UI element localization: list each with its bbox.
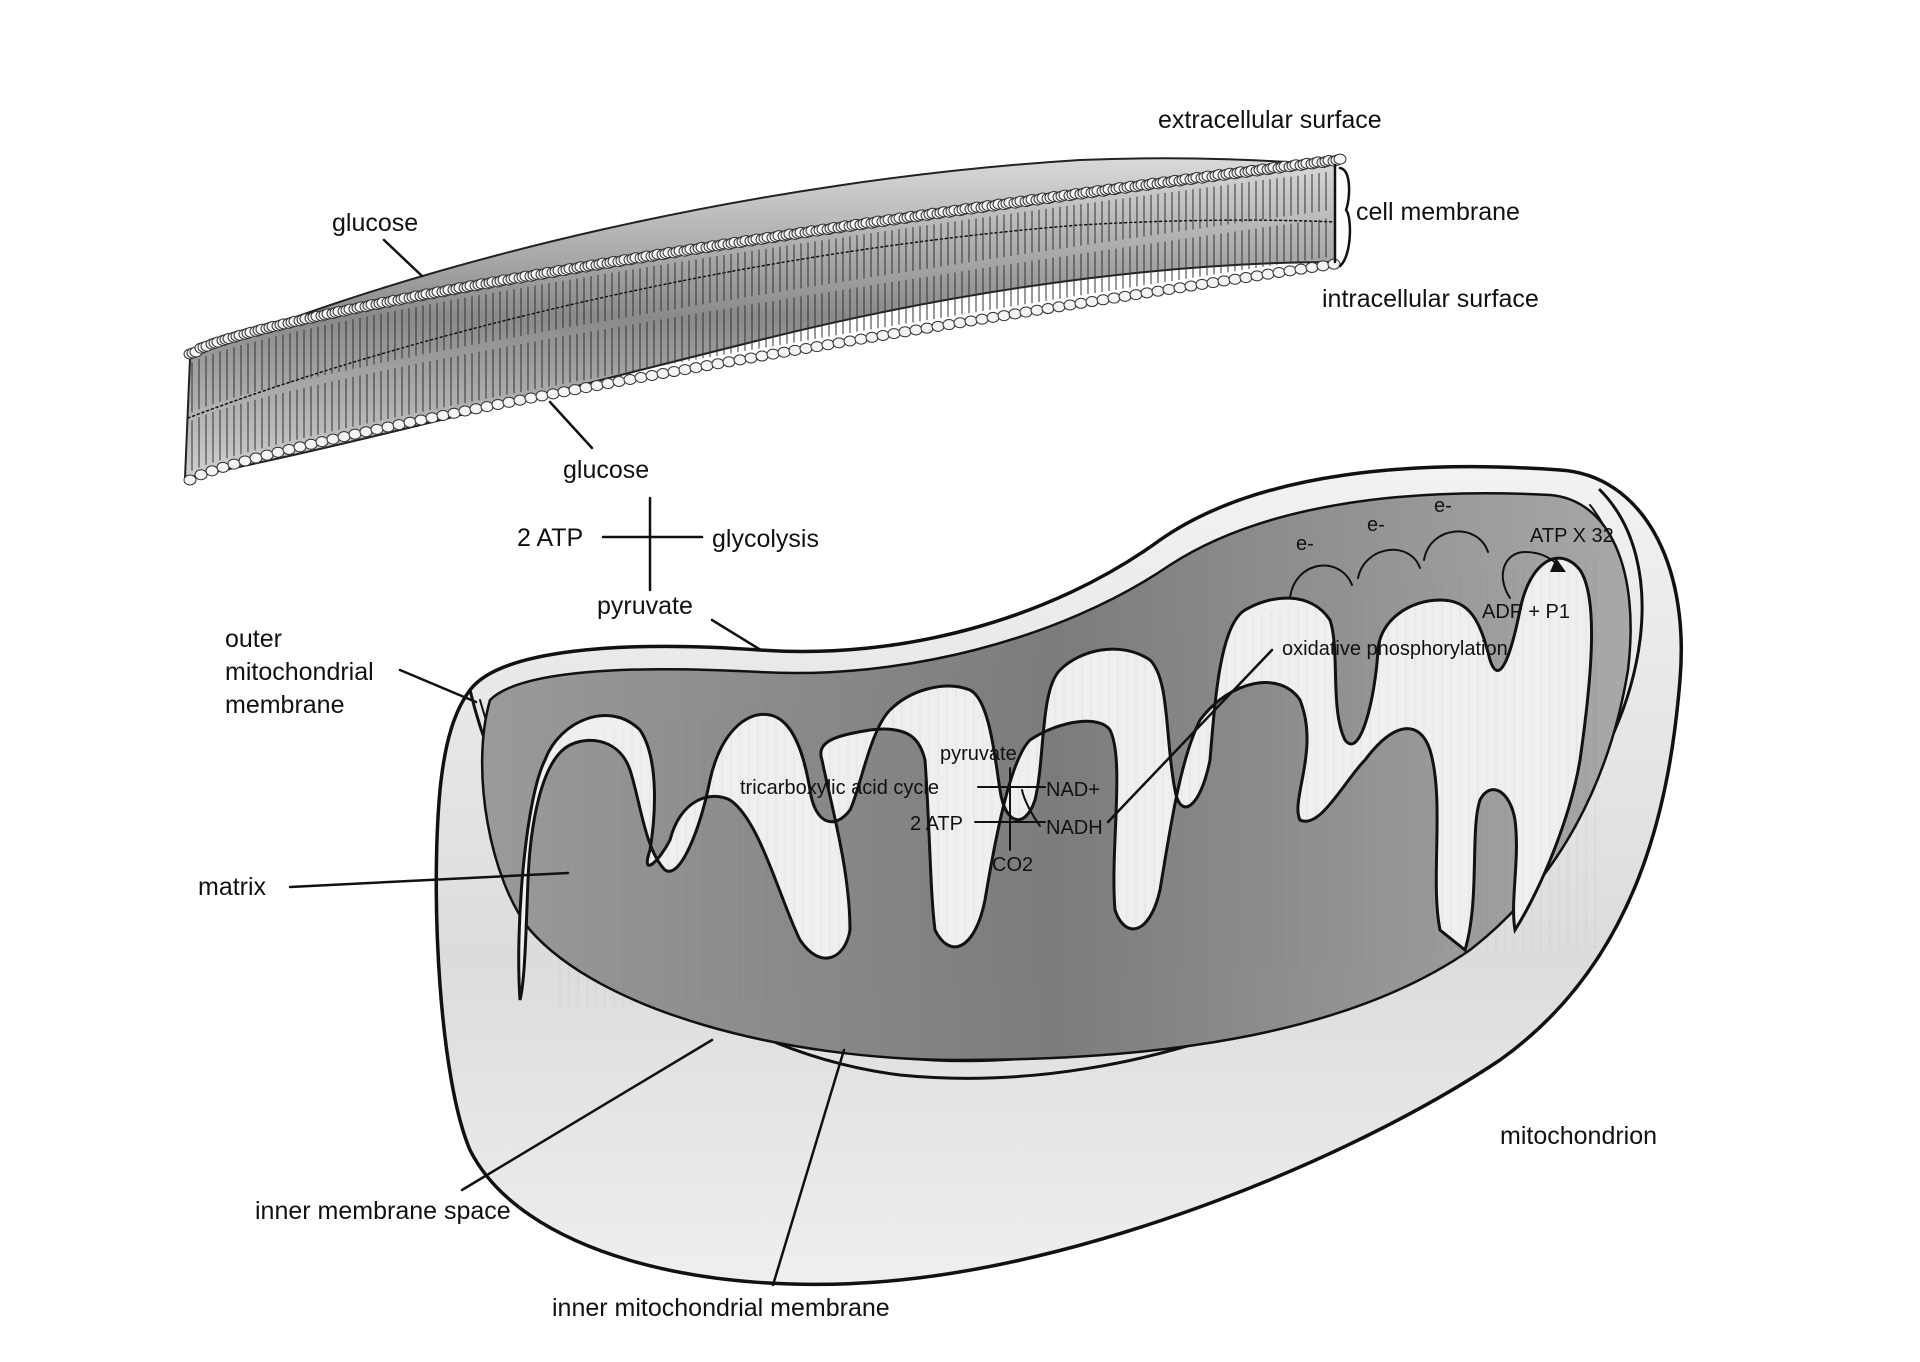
outer-membrane-label-line-1: outer xyxy=(225,625,282,653)
oxidative-phosphorylation-label: oxidative phosphorylation xyxy=(1282,638,1508,660)
glucose-outside-label: glucose xyxy=(332,209,418,237)
matrix-cavity xyxy=(480,491,1632,1062)
glucose-inside-label: glucose xyxy=(563,456,649,484)
cell-membrane-label: cell membrane xyxy=(1356,198,1520,226)
oxidative-phosphorylation-leader xyxy=(1106,648,1274,824)
inner-membrane-space-leader xyxy=(460,1038,714,1192)
atp-x32-label: ATP X 32 xyxy=(1530,525,1614,547)
glycolysis-cross xyxy=(601,496,704,592)
outer-membrane-label-line-2: mitochondrial xyxy=(225,658,374,686)
cristae-shading xyxy=(559,553,1596,1010)
atp-synthase-arrow xyxy=(1501,551,1566,599)
glycolysis-label: glycolysis xyxy=(712,525,819,553)
tca-pyruvate-label: pyruvate xyxy=(940,743,1017,765)
glycolysis-pyruvate-label: pyruvate xyxy=(597,592,693,620)
tca-atp-label: 2 ATP xyxy=(910,813,963,835)
cell-membrane-bilayer xyxy=(183,153,1347,486)
glycolysis-atp-label: 2 ATP xyxy=(517,524,583,552)
tca-connector-lines xyxy=(974,767,1046,851)
adp-pi-label: ADP + P1 xyxy=(1482,601,1570,623)
outer-membrane-label-line-3: membrane xyxy=(225,691,345,719)
electron-label-2: e- xyxy=(1367,514,1385,536)
lipid-heads xyxy=(183,153,1347,486)
cell-membrane-bracket xyxy=(1338,166,1352,268)
matrix-label: matrix xyxy=(198,873,267,901)
tca-nadh-label: NADH xyxy=(1046,817,1103,839)
glucose-inside-leader xyxy=(548,400,594,450)
electron-transfer-arcs xyxy=(1289,530,1489,599)
mitochondrion-label: mitochondrion xyxy=(1500,1122,1657,1150)
tca-cycle-label: tricarboxylic acid cycle xyxy=(740,777,939,799)
matrix-leader xyxy=(288,871,570,889)
glucose-outside-leader xyxy=(382,238,424,278)
extracellular-surface-label: extracellular surface xyxy=(1158,106,1382,134)
inner-membrane-space-label: inner membrane space xyxy=(255,1197,511,1225)
tca-nad-plus-label: NAD+ xyxy=(1046,779,1100,801)
electron-label-3: e- xyxy=(1434,495,1452,517)
inner-mitochondrial-membrane-label: inner mitochondrial membrane xyxy=(552,1294,890,1322)
cristae xyxy=(517,556,1594,1001)
inner-mitochondrial-membrane-leader xyxy=(771,1048,846,1287)
lipid-tails xyxy=(191,172,1327,471)
mitochondrion-drawing xyxy=(434,464,1683,1287)
intracellular-surface-label: intracellular surface xyxy=(1322,285,1539,313)
outer-membrane-leader xyxy=(398,668,478,704)
tca-co2-label: CO2 xyxy=(992,854,1033,876)
electron-label-1: e- xyxy=(1296,533,1314,555)
